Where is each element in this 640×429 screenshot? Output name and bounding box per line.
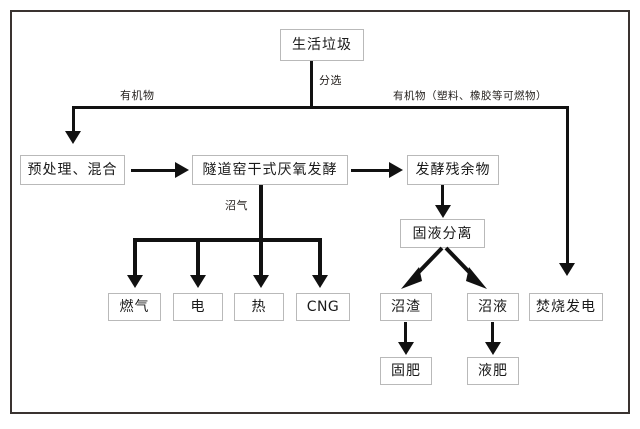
- node-tunnel-dry-anaerobic-digestion[interactable]: 隧道窑干式厌氧发酵: [192, 155, 348, 185]
- arrow-bar-to-incineration: [559, 263, 575, 276]
- arrow-biogas-to-heat: [253, 275, 269, 288]
- arrow-biogas-to-cng: [312, 275, 328, 288]
- node-incineration-power[interactable]: 焚烧发电: [529, 293, 603, 321]
- edge-digestion-to-residue: [351, 169, 391, 172]
- arrow-bar-to-pretreat: [65, 131, 81, 144]
- edge-residue-to-solid-fertilizer: [404, 322, 407, 344]
- arrow-biogas-to-electricity: [190, 275, 206, 288]
- edge-waste-to-bar: [310, 61, 313, 108]
- node-municipal-waste[interactable]: 生活垃圾: [280, 29, 364, 61]
- arrow-digestion-to-residue: [389, 162, 403, 178]
- edge-bar-to-incineration: [566, 106, 569, 265]
- edge-bar-to-pretreat: [72, 106, 75, 133]
- edge-biogas-to-gas: [133, 238, 137, 277]
- node-solid-fertilizer[interactable]: 固肥: [380, 357, 432, 385]
- arrow-residue-to-separation: [435, 205, 451, 218]
- edge-residue-to-separation: [441, 185, 444, 207]
- edge-separation-split: [401, 246, 487, 289]
- edge-label-sorting: 分选: [319, 74, 342, 87]
- edge-digestion-to-biogas-bar: [259, 185, 263, 239]
- node-heat[interactable]: 热: [234, 293, 284, 321]
- arrow-biogas-to-gas: [127, 275, 143, 288]
- diagram-frame: 生活垃圾 分选 有机物 有机物（塑料、橡胶等可燃物） 预处理、混合 隧道窑干式厌…: [10, 10, 630, 414]
- edge-label-organic-right: 有机物（塑料、橡胶等可燃物）: [393, 90, 547, 102]
- node-solid-liquid-separation[interactable]: 固液分离: [400, 219, 485, 248]
- arrow-slurry-to-liquid-fertilizer: [485, 342, 501, 355]
- node-biogas-residue[interactable]: 沼渣: [380, 293, 432, 321]
- edge-biogas-to-electricity: [196, 238, 200, 277]
- node-pretreatment-mixing[interactable]: 预处理、混合: [20, 155, 125, 185]
- node-liquid-fertilizer[interactable]: 液肥: [467, 357, 519, 385]
- node-fuel-gas[interactable]: 燃气: [108, 293, 161, 321]
- edge-distribution-bar: [72, 106, 569, 109]
- edge-label-organic-left: 有机物: [120, 89, 155, 102]
- arrow-pretreat-to-digestion: [175, 162, 189, 178]
- node-biogas-slurry[interactable]: 沼液: [467, 293, 519, 321]
- edge-biogas-to-heat: [259, 238, 263, 277]
- node-fermentation-residue[interactable]: 发酵残余物: [407, 155, 499, 185]
- node-electricity[interactable]: 电: [173, 293, 223, 321]
- edge-pretreat-to-digestion: [131, 169, 176, 172]
- arrow-residue-to-solid-fertilizer: [398, 342, 414, 355]
- edge-label-biogas: 沼气: [225, 199, 248, 212]
- edge-biogas-to-cng: [318, 238, 322, 277]
- edge-slurry-to-liquid-fertilizer: [491, 322, 494, 344]
- edge-biogas-bar: [133, 238, 322, 242]
- node-cng[interactable]: CNG: [296, 293, 350, 321]
